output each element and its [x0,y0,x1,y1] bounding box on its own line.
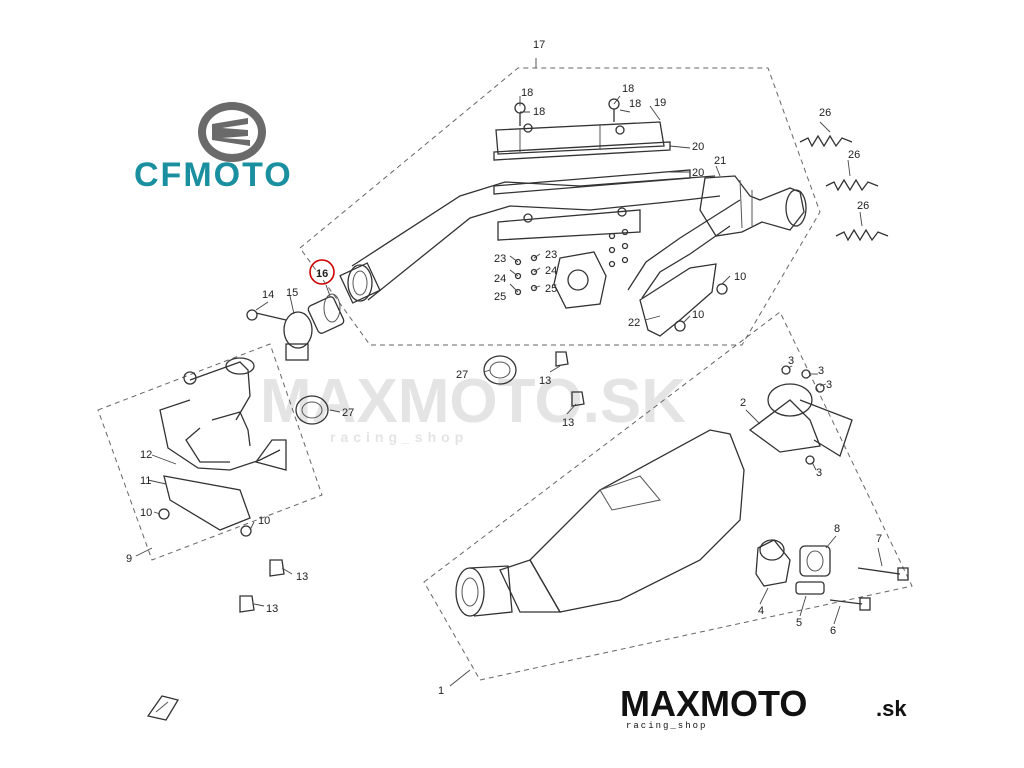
flange [553,251,607,309]
callout-6: 6 [830,625,836,637]
cfmoto-emblem-icon [198,102,266,162]
callout-15: 15 [286,287,298,299]
callout-26b: 26 [848,149,860,161]
callout-10a: 10 [734,271,746,283]
callout-13d: 13 [266,603,278,615]
spring-26-b [825,178,879,192]
gasket-strip-20a [493,141,671,161]
callout-25b: 25 [545,283,557,295]
callout-9: 9 [126,553,132,565]
callout-18b: 18 [533,106,545,118]
callout-13c: 13 [296,571,308,583]
callout-17: 17 [533,39,545,51]
callout-7: 7 [876,533,882,545]
header-pipe [159,357,287,471]
callout-18d: 18 [629,98,641,110]
callout-14: 14 [262,289,274,301]
bolt-7 [857,567,909,581]
callout-1: 1 [438,685,444,697]
cfmoto-wordmark: CFMOTO [134,156,293,194]
group-17-outline [299,67,821,346]
callout-10d: 10 [258,515,270,527]
callout-25a: 25 [494,291,506,303]
maxmoto-logo: MAXMOTO .sk racing_shop [620,683,907,731]
spring-26-a [799,134,853,148]
bolt-14 [246,309,287,321]
gasket-27-lower [295,395,329,425]
callout-16: 16 [316,268,328,280]
bracket-4 [755,539,791,587]
callout-23a: 23 [494,253,506,265]
spacer-5 [795,581,825,595]
callout-18c: 18 [622,83,634,95]
cfmoto-logo: CFMOTO [134,102,293,194]
group-9-outline [97,343,323,561]
bolt-6 [829,597,871,611]
maxmoto-tagline: racing_shop [626,721,707,731]
sleeve-16 [307,293,345,334]
maxmoto-wordmark: MAXMOTO [620,683,807,724]
callout-3c: 3 [826,379,832,391]
callout-3d: 3 [816,467,822,479]
muffler [455,429,745,617]
callout-27b: 27 [342,407,354,419]
main-pipe [339,175,721,304]
clamp-15 [283,311,313,361]
callout-18a: 18 [521,87,533,99]
gasket-strip-20b [493,169,691,195]
callout-19: 19 [654,97,666,109]
leader-lines [135,58,883,687]
callout-3a: 3 [788,355,794,367]
watermark-tagline: racing_shop [330,429,468,445]
group-1-outline [423,311,913,681]
front-arrow-icon [146,695,180,721]
grommet-8 [799,545,831,577]
callout-13b: 13 [562,417,574,429]
callout-10c: 10 [140,507,152,519]
callout-13a: 13 [539,375,551,387]
watermark: MAXMOTO.SK racing_shop [260,367,686,445]
callout-10b: 10 [692,309,704,321]
callout-26c: 26 [857,200,869,212]
callout-2: 2 [740,397,746,409]
spring-26-c [835,228,889,242]
maxmoto-suffix: .sk [876,696,907,721]
callout-8: 8 [834,523,840,535]
callout-24b: 24 [545,265,557,277]
heat-shield-19 [495,121,665,155]
callout-3b: 3 [818,365,824,377]
callout-26a: 26 [819,107,831,119]
callouts: 17 18 18 18 18 19 20 20 21 26 26 26 23 2… [126,39,882,697]
highlight-circle-16 [309,259,335,285]
catalyst [627,175,807,299]
callout-27a: 27 [456,369,468,381]
callout-5: 5 [796,617,802,629]
callout-20a: 20 [692,141,704,153]
callout-20b: 20 [692,167,704,179]
callout-22: 22 [628,317,640,329]
callout-4: 4 [758,605,764,617]
callout-12: 12 [140,449,152,461]
tail-cap-2 [748,383,853,457]
callout-21: 21 [714,155,726,167]
callout-24a: 24 [494,273,506,285]
watermark-text: MAXMOTO.SK [260,367,686,436]
heat-shield-11 [163,475,251,531]
heat-shield-22 [497,209,717,337]
callout-23b: 23 [545,249,557,261]
callout-11: 11 [140,475,151,487]
